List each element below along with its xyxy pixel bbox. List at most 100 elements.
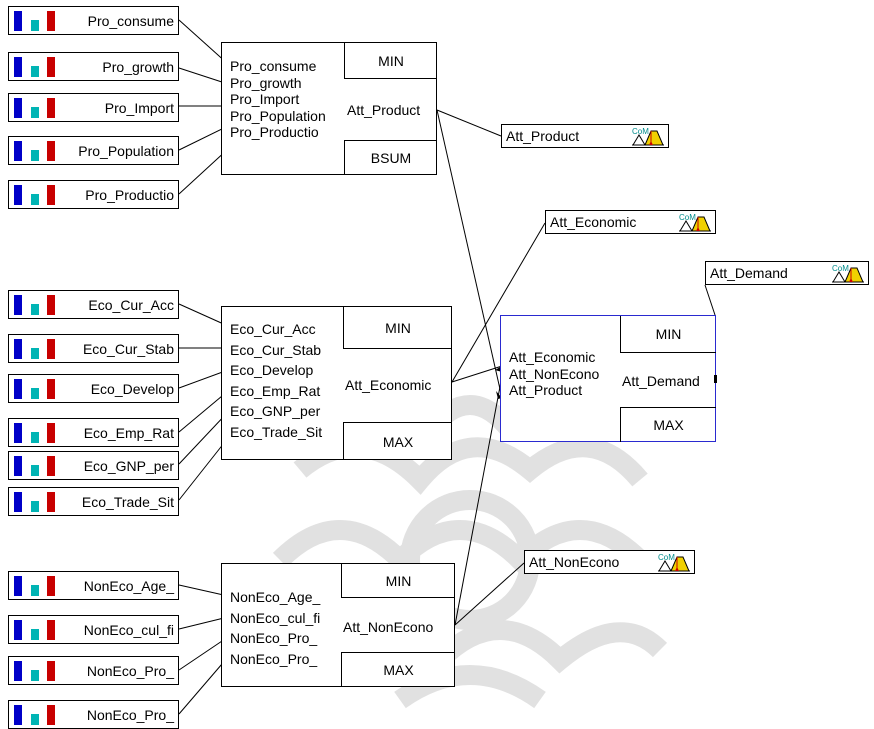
rule-block-product[interactable]: Pro_consume Pro_growth Pro_Import Pro_Po… <box>221 42 437 175</box>
input-node-label: Eco_Develop <box>90 381 174 397</box>
rule-input-list: NonEco_Age_ NonEco_cul_fi NonEco_Pro_ No… <box>230 587 320 669</box>
input-node-label: NonEco_Pro_ <box>86 663 174 679</box>
output-node-noneco[interactable]: Att_NonEcono CoM <box>524 550 695 574</box>
output-node-economic[interactable]: Att_Economic CoM <box>545 210 716 234</box>
rule-input-label: NonEco_Pro_ <box>230 630 318 646</box>
icon-bar <box>47 57 55 77</box>
operator-bottom[interactable]: MAX <box>343 422 452 460</box>
input-node-label: Pro_Productio <box>85 187 174 203</box>
icon-bar <box>47 456 55 476</box>
icon-bar <box>31 66 39 77</box>
input-node-economic[interactable]: Eco_Cur_Stab <box>8 334 179 363</box>
input-node-label: Pro_Import <box>104 100 174 116</box>
input-node-economic[interactable]: Eco_Cur_Acc <box>8 290 179 319</box>
input-node-product[interactable]: Pro_Population <box>8 136 179 165</box>
icon-bar <box>31 670 39 681</box>
svg-text:CoM: CoM <box>632 127 649 136</box>
output-node-demand[interactable]: Att_Demand CoM <box>705 261 869 285</box>
operator-top[interactable]: MIN <box>344 43 437 79</box>
icon-bar <box>31 20 39 31</box>
input-node-product[interactable]: Pro_consume <box>8 6 179 35</box>
icon-bar <box>31 465 39 476</box>
operator-bottom[interactable]: BSUM <box>344 140 437 175</box>
input-node-economic[interactable]: Eco_Emp_Rat <box>8 418 179 447</box>
input-node-economic[interactable]: Eco_GNP_per <box>8 451 179 480</box>
icon-bar <box>47 576 55 596</box>
icon-bar <box>47 492 55 512</box>
icon-bar <box>47 379 55 399</box>
output-port-marker <box>714 375 717 383</box>
output-node-label: Att_NonEcono <box>529 554 620 570</box>
input-node-product[interactable]: Pro_Import <box>8 93 179 122</box>
rule-input-list: Eco_Cur_Acc Eco_Cur_Stab Eco_Develop Eco… <box>230 319 322 442</box>
rule-output-label: Att_Demand <box>622 373 700 389</box>
com-membership-icon: CoM <box>631 126 665 147</box>
icon-bar <box>14 57 22 77</box>
icon-bar <box>47 141 55 161</box>
input-node-label: Eco_Trade_Sit <box>81 494 174 510</box>
output-node-product[interactable]: Att_Product CoM <box>501 124 669 148</box>
icon-bar <box>14 423 22 443</box>
icon-bar <box>47 705 55 725</box>
rule-input-label: Att_Product <box>509 382 583 398</box>
icon-bar <box>14 705 22 725</box>
rule-input-label: Eco_Cur_Acc <box>230 321 316 337</box>
input-node-label: Eco_Cur_Acc <box>88 297 174 313</box>
operator-top[interactable]: MIN <box>341 564 455 598</box>
operator-top[interactable]: MIN <box>620 316 716 353</box>
icon-bar <box>14 492 22 512</box>
input-node-product[interactable]: Pro_Productio <box>8 180 179 209</box>
rule-output-label: Att_NonEcono <box>343 619 434 635</box>
operator-bottom[interactable]: MAX <box>620 407 716 442</box>
bar-chart-icon <box>12 57 56 77</box>
icon-bar <box>31 107 39 118</box>
rule-block-demand[interactable]: Att_Economic Att_NonEcono Att_Product MI… <box>500 315 717 442</box>
bar-chart-icon <box>12 456 56 476</box>
icon-bar <box>14 11 22 31</box>
input-node-noneco[interactable]: NonEco_Age_ <box>8 571 179 600</box>
bar-chart-icon <box>12 98 56 118</box>
operator-bottom[interactable]: MAX <box>341 652 455 687</box>
svg-text:CoM: CoM <box>658 553 675 562</box>
input-node-noneco[interactable]: NonEco_Pro_ <box>8 656 179 685</box>
icon-bar <box>31 150 39 161</box>
input-node-noneco[interactable]: NonEco_Pro_ <box>8 700 179 729</box>
icon-bar <box>31 714 39 725</box>
bar-chart-icon <box>12 339 56 359</box>
input-node-label: Eco_Emp_Rat <box>83 425 174 441</box>
com-membership-icon: CoM <box>831 263 865 284</box>
icon-bar <box>31 304 39 315</box>
icon-bar <box>31 585 39 596</box>
icon-bar <box>47 185 55 205</box>
icon-bar <box>14 456 22 476</box>
input-node-economic[interactable]: Eco_Develop <box>8 374 179 403</box>
rule-input-label: Eco_Develop <box>230 362 314 378</box>
input-node-label: NonEco_Age_ <box>83 578 174 594</box>
rule-input-label: Eco_Trade_Sit <box>230 423 323 440</box>
input-node-label: NonEco_Pro_ <box>86 707 174 723</box>
input-node-economic[interactable]: Eco_Trade_Sit <box>8 487 179 516</box>
icon-bar <box>47 423 55 443</box>
bar-chart-icon <box>12 576 56 596</box>
operator-top[interactable]: MIN <box>343 307 452 349</box>
com-membership-icon: CoM <box>678 212 712 233</box>
bar-chart-icon <box>12 705 56 725</box>
rule-input-list: Att_Economic Att_NonEcono Att_Product <box>509 349 599 399</box>
rule-input-label: NonEco_cul_fi <box>230 609 321 626</box>
svg-text:CoM: CoM <box>832 264 849 273</box>
bar-chart-icon <box>12 295 56 315</box>
rule-input-label: Pro_Productio <box>230 124 319 140</box>
rule-block-economic[interactable]: Eco_Cur_Acc Eco_Cur_Stab Eco_Develop Eco… <box>221 306 452 460</box>
rule-block-noneco[interactable]: NonEco_Age_ NonEco_cul_fi NonEco_Pro_ No… <box>221 563 455 687</box>
icon-bar <box>14 620 22 640</box>
input-node-noneco[interactable]: NonEco_cul_fi <box>8 615 179 644</box>
input-node-product[interactable]: Pro_growth <box>8 52 179 81</box>
icon-bar <box>31 348 39 359</box>
icon-bar <box>14 98 22 118</box>
input-node-label: Pro_Population <box>78 143 174 159</box>
icon-bar <box>14 576 22 596</box>
icon-bar <box>31 629 39 640</box>
rule-input-label: Eco_Cur_Stab <box>230 341 322 358</box>
icon-bar <box>31 432 39 443</box>
